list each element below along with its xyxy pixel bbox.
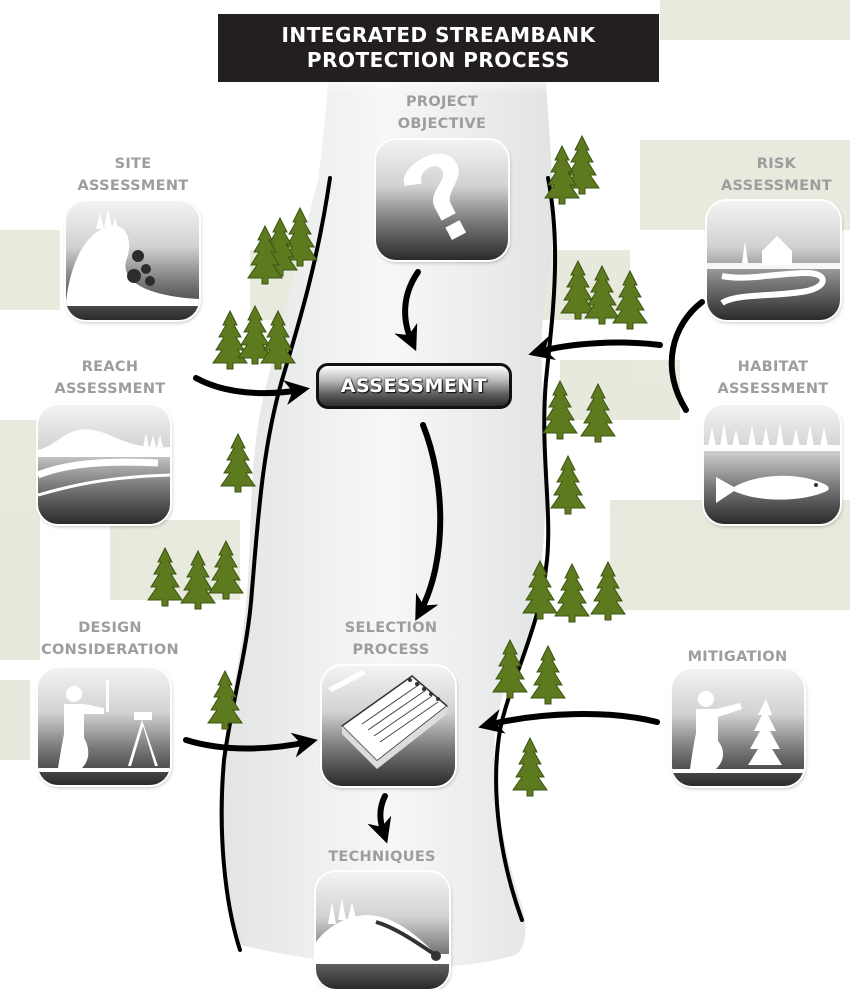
arrow-risk-habitat-to-assessment — [528, 335, 663, 361]
risk-assessment-label: RISK ASSESSMENT — [721, 156, 832, 194]
title-line-1: INTEGRATED STREAMBANK — [281, 23, 596, 47]
title-line-2: PROTECTION PROCESS — [306, 48, 571, 72]
selection-process-tile[interactable] — [322, 666, 455, 786]
project-objective-tile[interactable] — [376, 140, 508, 260]
question-mark-icon — [403, 153, 467, 241]
arrow-assessment-to-selection — [415, 422, 444, 621]
arrow-reach-to-assessment — [193, 375, 310, 405]
design-consideration-label: DESIGN CONSIDERATION — [41, 620, 179, 658]
fish-icon — [704, 423, 840, 503]
reach-assessment-label: REACH ASSESSMENT — [54, 359, 166, 397]
arrow-design-to-selection — [183, 732, 318, 758]
diagram-title: INTEGRATED STREAMBANK PROTECTION PROCESS — [218, 14, 659, 82]
assessment-box[interactable]: ASSESSMENT — [316, 363, 512, 409]
habitat-assessment-label: HABITAT ASSESSMENT — [717, 359, 829, 397]
selection-process-label: SELECTION PROCESS — [344, 620, 438, 658]
arrow-selection-to-techniques — [367, 793, 392, 844]
bank-protection-icon — [316, 898, 449, 964]
reach-assessment-tile[interactable] — [38, 405, 170, 524]
arrow-objective-to-assessment — [394, 269, 421, 352]
project-objective-label: PROJECT OBJECTIVE — [397, 94, 487, 132]
house-by-river-icon — [707, 236, 840, 306]
site-assessment-tile[interactable] — [66, 201, 199, 320]
planting-tree-icon — [672, 691, 804, 773]
risk-assessment-tile[interactable] — [707, 201, 840, 320]
river-reach-icon — [38, 429, 170, 497]
assessment-label: ASSESSMENT — [340, 375, 488, 397]
river-banks — [219, 176, 558, 952]
notebook-icon — [328, 670, 449, 769]
mitigation-tile[interactable] — [672, 669, 804, 786]
design-consideration-tile[interactable] — [38, 668, 170, 785]
risk-habitat-bracket — [668, 299, 705, 413]
techniques-tile[interactable] — [316, 872, 449, 989]
flow-arrows — [183, 269, 705, 844]
site-assessment-label: SITE ASSESSMENT — [77, 156, 189, 194]
surveyor-icon — [38, 680, 170, 772]
habitat-assessment-tile[interactable] — [704, 405, 840, 524]
arrow-mitigation-to-selection — [478, 709, 660, 734]
hillside-rockfall-icon — [66, 209, 199, 306]
mitigation-label: MITIGATION — [687, 649, 788, 665]
techniques-label: TECHNIQUES — [328, 849, 436, 865]
